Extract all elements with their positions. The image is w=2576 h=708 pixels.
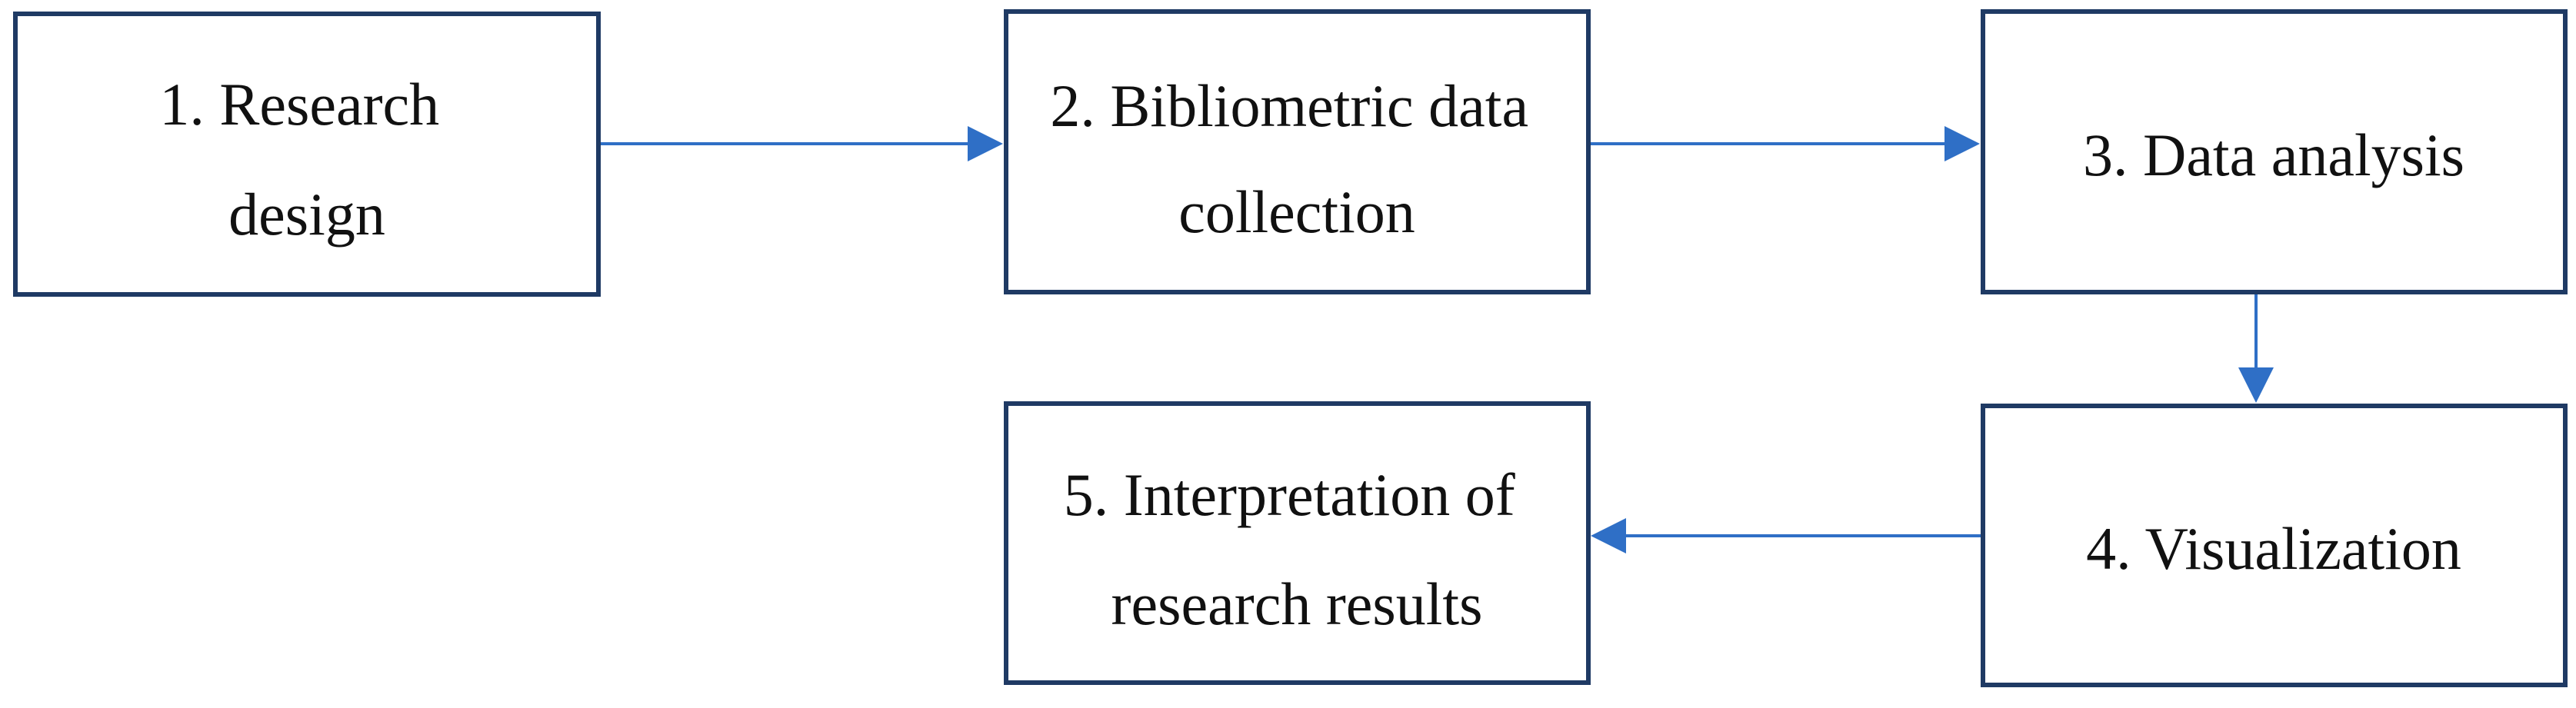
step-3-label: 3. Data analysis xyxy=(2083,121,2464,188)
step-2-line-2: collection xyxy=(1178,178,1415,245)
step-1-line-2: design xyxy=(228,181,385,248)
connector-3-to-4 xyxy=(2238,294,2274,403)
step-5-box: 5. Interpretation of research results xyxy=(1004,401,1591,685)
step-2-line-1: 2. Bibliometric data xyxy=(1050,72,1528,139)
step-4-box: 4. Visualization xyxy=(1981,404,2568,687)
step-5-label: 5. Interpretation of research results xyxy=(1064,461,1530,637)
step-3-line-1: 3. Data analysis xyxy=(2083,121,2464,188)
step-1-box: 1. Research design xyxy=(13,12,601,297)
connector-1-to-2 xyxy=(601,126,1003,161)
connector-4-to-5 xyxy=(1591,518,1981,553)
step-5-line-2: research results xyxy=(1111,570,1483,637)
step-1-label: 1. Research design xyxy=(159,71,454,248)
step-5-line-1: 5. Interpretation of xyxy=(1064,461,1515,528)
step-2-box: 2. Bibliometric data collection xyxy=(1004,9,1591,294)
step-2-label: 2. Bibliometric data collection xyxy=(1050,72,1543,245)
connector-2-to-3 xyxy=(1590,126,1980,161)
step-3-box: 3. Data analysis xyxy=(1981,9,2568,294)
step-4-label: 4. Visualization xyxy=(2086,515,2461,582)
step-4-line-1: 4. Visualization xyxy=(2086,515,2461,582)
step-1-line-1: 1. Research xyxy=(159,71,439,138)
